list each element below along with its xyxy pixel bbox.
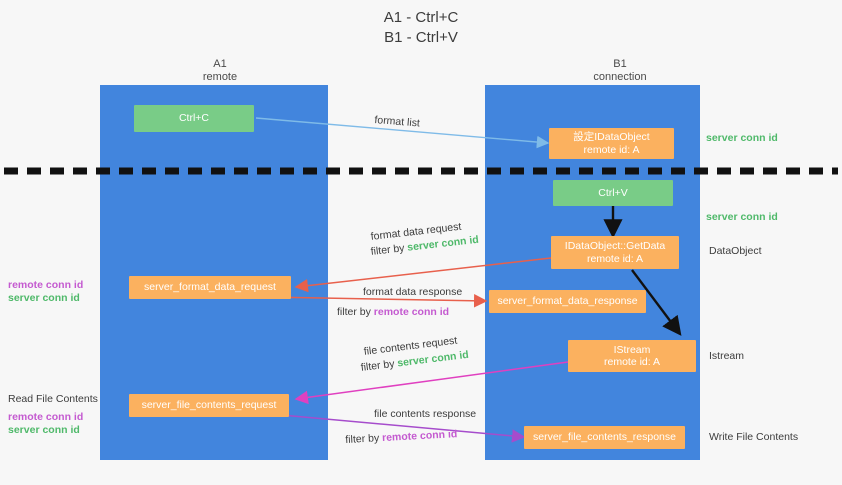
label-istream: Istream	[709, 350, 745, 362]
caption-format-data-response: format data response	[363, 286, 463, 298]
title-line-2: B1 - Ctrl+V	[384, 29, 458, 46]
caption-file-contents-response-filter: filter by remote conn id	[345, 427, 458, 447]
page-title: A1 - Ctrl+C B1 - Ctrl+V	[0, 8, 842, 48]
label-conn-ids-format: remote conn id server conn id	[8, 279, 83, 305]
node-ctrl-c[interactable]: Ctrl+C	[134, 105, 254, 132]
caption-format-list: format list	[373, 113, 421, 130]
node-server-format-data-request-label: server_format_data_request	[144, 281, 276, 294]
lane-header-b1-title: B1	[613, 58, 627, 70]
title-line-1: A1 - Ctrl+C	[383, 9, 459, 26]
label-write-file-contents: Write File Contents	[709, 431, 799, 443]
lane-header-a1: A1 remote	[120, 58, 320, 84]
node-set-idataobject[interactable]: 設定IDataObject remote id: A	[549, 128, 674, 159]
caption-file-contents-response-filter-prefix: filter by	[345, 432, 383, 446]
lane-header-b1-subtitle: connection	[593, 71, 647, 83]
node-server-file-contents-response-label: server_file_contents_response	[532, 431, 676, 444]
label-remote-conn-id-1: remote conn id	[8, 279, 84, 291]
caption-file-contents-request-filter-prefix: filter by	[360, 357, 399, 374]
node-ctrl-v-label: Ctrl+V	[598, 186, 628, 199]
label-dataobject: DataObject	[709, 245, 762, 257]
node-istream[interactable]: IStream remote id: A	[568, 340, 696, 372]
node-istream-label: IStream	[613, 343, 651, 356]
node-server-file-contents-response[interactable]: server_file_contents_response	[524, 426, 685, 449]
label-server-conn-id-2: server conn id	[8, 424, 80, 436]
caption-file-contents-response-filter-value: remote conn id	[381, 428, 458, 445]
label-conn-ids-file: remote conn id server conn id	[8, 411, 83, 437]
node-server-format-data-request[interactable]: server_format_data_request	[129, 276, 291, 299]
caption-file-contents-response: file contents response	[374, 408, 477, 420]
label-read-file-contents: Read File Contents	[8, 393, 98, 405]
lane-header-b1: B1 connection	[520, 58, 720, 84]
node-server-format-data-response-label: server_format_data_response	[497, 295, 638, 308]
label-server-conn-id-mid: server conn id	[706, 211, 778, 223]
node-istream-sub: remote id: A	[603, 356, 661, 368]
caption-format-data-response-filter: filter by remote conn id	[337, 305, 449, 319]
node-server-format-data-response[interactable]: server_format_data_response	[489, 290, 646, 313]
caption-format-data-request-filter-prefix: filter by	[370, 241, 409, 258]
node-ctrl-c-label: Ctrl+C	[178, 112, 210, 125]
lane-header-a1-subtitle: remote	[202, 71, 238, 83]
label-server-conn-id-1: server conn id	[8, 292, 80, 304]
lane-header-a1-title: A1	[213, 58, 227, 70]
node-idataobject-getdata-sub: remote id: A	[586, 252, 644, 265]
label-remote-conn-id-2: remote conn id	[8, 411, 84, 423]
node-set-idataobject-sub: remote id: A	[583, 143, 640, 156]
node-ctrl-v[interactable]: Ctrl+V	[553, 180, 673, 206]
caption-format-data-response-filter-prefix: filter by	[337, 306, 374, 318]
node-server-file-contents-request-label: server_file_contents_request	[141, 399, 277, 412]
node-idataobject-getdata-label: IDataObject::GetData	[564, 240, 666, 252]
caption-format-data-response-filter-value: remote conn id	[373, 306, 450, 318]
node-server-file-contents-request[interactable]: server_file_contents_request	[129, 394, 289, 417]
node-set-idataobject-label: 設定IDataObject	[573, 131, 650, 143]
label-server-conn-id-top: server conn id	[706, 132, 778, 144]
node-idataobject-getdata[interactable]: IDataObject::GetData remote id: A	[551, 236, 679, 269]
